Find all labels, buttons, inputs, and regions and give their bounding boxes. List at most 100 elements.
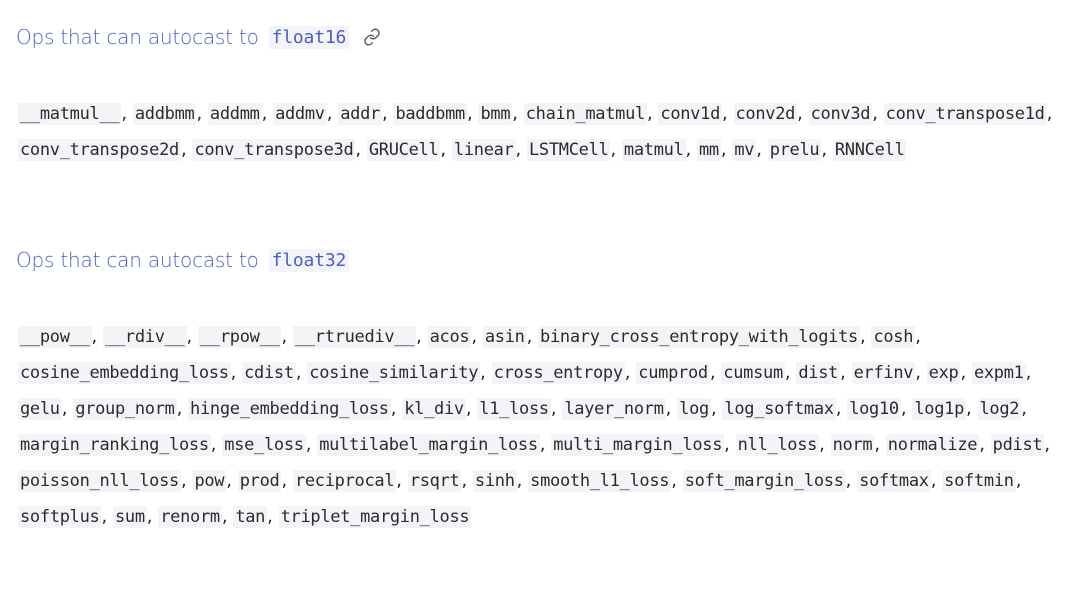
separator: , xyxy=(1015,470,1022,491)
separator: , xyxy=(979,434,985,455)
separator: , xyxy=(722,103,728,124)
op-code: mv xyxy=(732,139,757,161)
separator: , xyxy=(797,103,803,124)
separator: , xyxy=(471,326,478,347)
op-code: hinge_embedding_loss xyxy=(188,398,391,420)
separator: , xyxy=(720,139,727,160)
op-code: log1p xyxy=(912,398,967,420)
op-code: cosh xyxy=(871,326,916,348)
op-code: exp xyxy=(926,362,961,384)
separator: , xyxy=(646,103,653,124)
ops-list-float32: __pow__, __rdiv__, __rpow__, __rtruediv_… xyxy=(18,319,1068,535)
op-code: log10 xyxy=(847,398,901,420)
op-code: norm xyxy=(830,434,875,456)
separator: , xyxy=(915,326,921,347)
separator: , xyxy=(210,434,217,455)
op-code: mm xyxy=(697,139,721,161)
op-code: LSTMCell xyxy=(526,139,611,161)
separator: , xyxy=(784,362,791,383)
op-code: GRUCell xyxy=(366,139,441,161)
op-code: conv_transpose3d xyxy=(192,139,356,161)
separator: , xyxy=(281,470,288,491)
heading-text: Ops that can autocast to xyxy=(16,25,259,49)
separator: , xyxy=(390,398,397,419)
op-code: acos xyxy=(427,326,472,348)
op-code: chain_matmul xyxy=(523,103,647,125)
op-code: sum xyxy=(112,506,147,528)
op-code: mse_loss xyxy=(222,434,306,456)
separator: , xyxy=(221,506,228,527)
op-code: conv_transpose1d xyxy=(883,103,1047,125)
separator: , xyxy=(226,470,232,491)
separator: , xyxy=(91,326,98,347)
separator: , xyxy=(526,326,533,347)
op-code: multilabel_margin_loss xyxy=(317,434,540,456)
separator: , xyxy=(281,326,288,347)
op-code: reciprocal xyxy=(292,470,397,492)
separator: , xyxy=(146,506,153,527)
op-code: binary_cross_entropy_with_logits xyxy=(538,326,860,348)
heading-code: float16 xyxy=(268,25,350,49)
separator: , xyxy=(326,103,333,124)
separator: , xyxy=(516,470,523,491)
op-code: log xyxy=(677,398,711,420)
op-code: __rpow__ xyxy=(197,326,282,348)
op-code: conv3d xyxy=(808,103,873,125)
separator: , xyxy=(461,470,468,491)
separator: , xyxy=(859,326,866,347)
separator: , xyxy=(230,362,237,383)
op-code: prelu xyxy=(767,139,822,161)
op-code: softmax xyxy=(857,470,931,492)
separator: , xyxy=(440,139,447,160)
separator: , xyxy=(915,362,921,383)
section-heading: Ops that can autocast to float32 xyxy=(16,245,1066,275)
op-code: __rdiv__ xyxy=(103,326,187,348)
separator: , xyxy=(665,398,672,419)
op-code: asin xyxy=(482,326,527,348)
separator: , xyxy=(840,362,846,383)
op-code: linear xyxy=(451,139,516,161)
op-code: margin_ranking_loss xyxy=(18,434,211,456)
op-code: addmm xyxy=(207,103,262,125)
separator: , xyxy=(180,139,187,160)
op-code: __rtruediv__ xyxy=(292,326,417,348)
op-code: sinh xyxy=(472,470,517,492)
op-code: cross_entropy xyxy=(491,362,625,384)
op-code: cosine_embedding_loss xyxy=(18,362,231,384)
op-code: tan xyxy=(233,506,268,528)
separator: , xyxy=(872,103,878,124)
separator: , xyxy=(1044,434,1051,455)
separator: , xyxy=(305,434,312,455)
op-code: log2 xyxy=(977,398,1022,420)
op-code: __matmul__ xyxy=(18,103,122,125)
separator: , xyxy=(267,506,273,527)
separator: , xyxy=(819,434,825,455)
separator: , xyxy=(101,506,108,527)
op-code: pdist xyxy=(990,434,1045,456)
separator: , xyxy=(874,434,881,455)
link-icon[interactable] xyxy=(363,28,381,46)
op-code: smooth_l1_loss xyxy=(528,470,672,492)
op-code: soft_margin_loss xyxy=(682,470,846,492)
separator: , xyxy=(515,139,522,160)
op-code: conv_transpose2d xyxy=(18,139,181,161)
op-code: addr xyxy=(338,103,382,125)
ops-list-float16: __matmul__, addbmm, addmm, addmv, addr, … xyxy=(18,96,1068,168)
separator: , xyxy=(710,398,717,419)
separator: , xyxy=(61,398,68,419)
separator: , xyxy=(624,362,631,383)
separator: , xyxy=(845,470,852,491)
heading-text: Ops that can autocast to xyxy=(16,248,259,272)
separator: , xyxy=(821,139,828,160)
separator: , xyxy=(381,103,388,124)
op-code: normalize xyxy=(885,434,980,456)
separator: , xyxy=(121,103,128,124)
separator: , xyxy=(835,398,842,419)
op-code: cosine_similarity xyxy=(307,362,481,384)
separator: , xyxy=(295,362,302,383)
section-float16: Ops that can autocast to float16 xyxy=(16,22,1066,52)
separator: , xyxy=(396,470,403,491)
separator: , xyxy=(512,103,518,124)
op-code: rsqrt xyxy=(407,470,462,492)
